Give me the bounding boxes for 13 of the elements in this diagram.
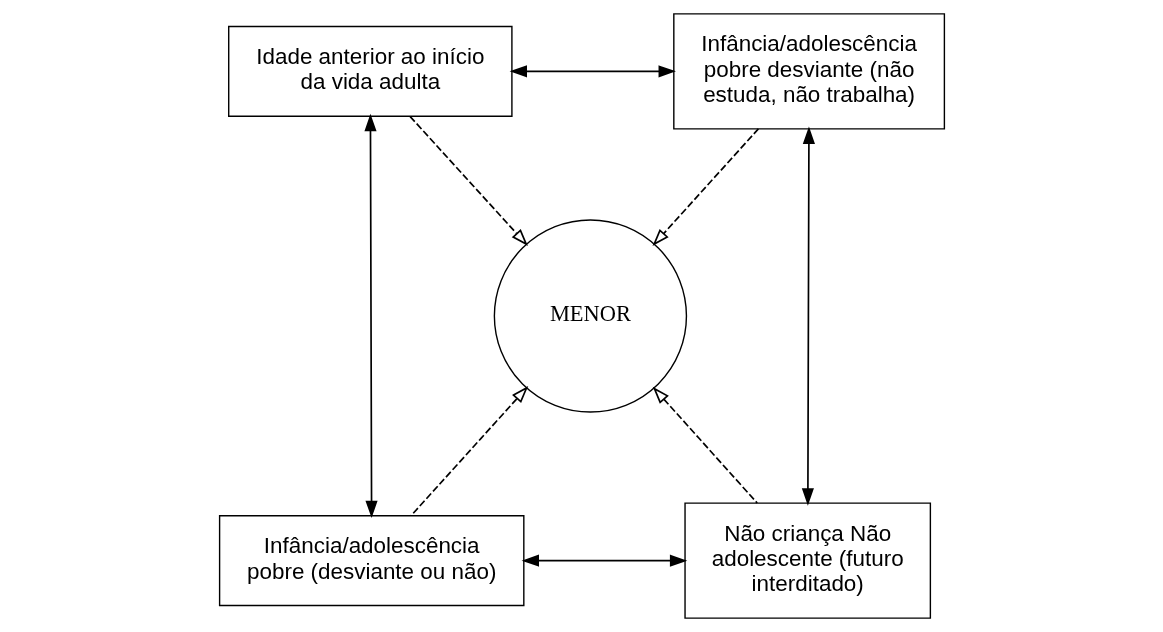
node-box: Não criança Não adolescente (futuro interditado) — [683, 502, 931, 619]
arrow — [408, 115, 528, 246]
node-circle: MENOR — [493, 219, 687, 413]
node-box: Infância/adolescência pobre desviante (não estuda, não trabalha) — [672, 13, 945, 130]
arrow — [509, 65, 676, 78]
node-box: Idade anterior ao início da vida adulta — [227, 25, 513, 117]
arrow — [363, 113, 378, 519]
arrow — [801, 126, 815, 506]
arrow — [409, 386, 528, 517]
arrow — [652, 386, 758, 504]
arrow — [651, 128, 759, 246]
node-box: Infância/adolescência pobre (desviante ou não) — [218, 515, 525, 607]
arrow — [521, 554, 687, 567]
